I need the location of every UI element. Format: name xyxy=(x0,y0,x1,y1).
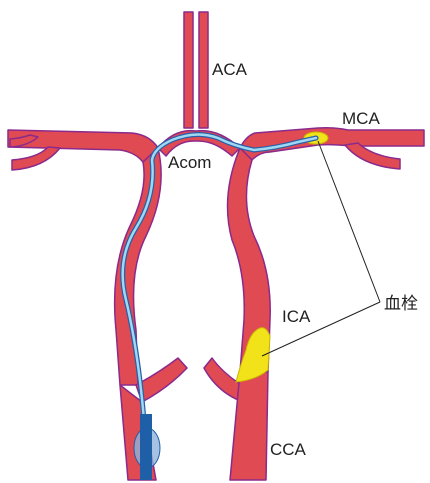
right-mca-branch-lower xyxy=(345,143,400,169)
aca-vessel-left xyxy=(184,12,193,128)
label-cca: CCA xyxy=(270,440,307,459)
aca-vessel-right xyxy=(199,12,208,128)
vessel-group xyxy=(8,12,424,480)
left-mca-branch-lower xyxy=(12,147,60,170)
right-mca-vessel xyxy=(240,128,424,160)
label-ica: ICA xyxy=(282,307,311,326)
label-thrombus: 血栓 xyxy=(384,294,418,313)
guide-catheter xyxy=(140,414,152,480)
right-eca-vessel xyxy=(204,358,240,400)
label-mca: MCA xyxy=(342,109,380,128)
label-acom: Acom xyxy=(168,153,211,172)
leader-line-ica xyxy=(262,302,380,356)
leader-line-mca xyxy=(318,141,380,302)
label-aca: ACA xyxy=(212,60,248,79)
